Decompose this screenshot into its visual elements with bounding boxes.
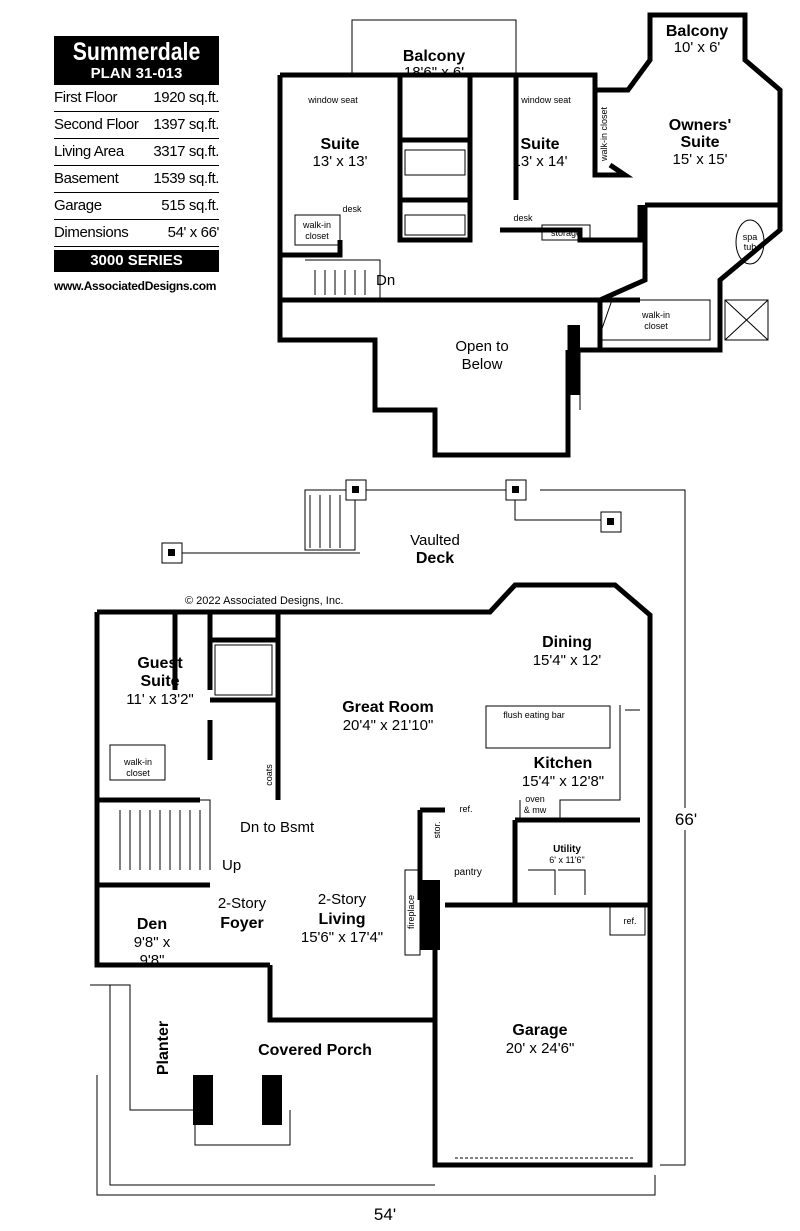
porch-label: Covered Porch: [258, 1042, 372, 1059]
oven-label-2: & mw: [524, 805, 547, 815]
dn-bsmt-label: Dn to Bsmt: [240, 819, 315, 836]
dining-label: Dining: [542, 634, 592, 651]
foyer-label-1: 2-Story: [218, 895, 267, 912]
suite-mid-label: Suite: [520, 136, 559, 153]
window-seat-mid: window seat: [520, 95, 571, 105]
walkin-closet-vertical: walk-in closet: [599, 106, 609, 162]
dining-dims: 15'4" x 12': [533, 652, 602, 669]
owners-suite-label-2: Suite: [680, 134, 719, 151]
den-dims-2: 9'8": [140, 952, 165, 969]
walkin-closet-owner-2: closet: [644, 321, 668, 331]
planter-label: Planter: [155, 1021, 172, 1075]
kitchen-label: Kitchen: [534, 755, 593, 772]
eating-bar-label: flush eating bar: [503, 710, 565, 720]
info-row-label: Living Area: [54, 143, 124, 160]
up-label: Up: [222, 857, 241, 874]
width-dimension: 54': [374, 1205, 396, 1224]
fireplace-label: fireplace: [406, 895, 416, 929]
upper-floor: [277, 12, 783, 458]
info-row: First Floor 1920 sq.ft.: [54, 85, 219, 112]
ref-kitchen-label: ref.: [459, 804, 472, 814]
kitchen-dims: 15'4" x 12'8": [522, 773, 604, 790]
living-label-1: 2-Story: [318, 891, 367, 908]
balcony-right-dims: 10' x 6': [674, 39, 721, 56]
deck-label-2: Deck: [416, 550, 454, 567]
info-row-value: 3317 sq.ft.: [153, 143, 219, 160]
plan-info-box: Summerdale PLAN 31-013 First Floor 1920 s…: [54, 36, 219, 293]
desk-left: desk: [342, 204, 362, 214]
stair-down-label: Dn: [376, 272, 395, 289]
lower-floor: [90, 479, 653, 1186]
stor-label: stor.: [432, 821, 442, 838]
info-row: Living Area 3317 sq.ft.: [54, 139, 219, 166]
desk-mid: desk: [513, 213, 533, 223]
info-row: Garage 515 sq.ft.: [54, 193, 219, 220]
great-room-label: Great Room: [342, 699, 434, 716]
info-row-value: 1397 sq.ft.: [153, 116, 219, 133]
window-seat-left: window seat: [307, 95, 358, 105]
den-dims-1: 9'8" x: [134, 934, 171, 951]
info-row-label: Basement: [54, 170, 119, 187]
guest-suite-label-2: Suite: [140, 673, 179, 690]
info-row-value: 515 sq.ft.: [161, 197, 219, 214]
oven-label-1: oven: [525, 794, 545, 804]
garage-dims: 20' x 24'6": [506, 1040, 575, 1057]
info-row-label: Second Floor: [54, 116, 139, 133]
series-badge: 3000 SERIES: [54, 250, 219, 272]
owners-suite-dims: 15' x 15': [673, 151, 728, 168]
open-below-1: Open to: [455, 338, 508, 355]
suite-mid-dims: 13' x 14': [513, 153, 568, 170]
spa-tub-1: spa: [743, 232, 758, 242]
info-row-label: Garage: [54, 197, 102, 214]
depth-dimension: 66': [675, 810, 697, 829]
foyer-label-2: Foyer: [220, 915, 264, 932]
living-dims: 15'6" x 17'4": [301, 929, 383, 946]
plan-number: PLAN 31-013: [90, 65, 183, 82]
pantry-label: pantry: [454, 867, 482, 878]
balcony-center-dims: 18'6" x 6': [404, 64, 464, 81]
balcony-right-label: Balcony: [666, 23, 728, 40]
owners-suite-label-1: Owners': [669, 117, 732, 134]
garage-label: Garage: [512, 1022, 567, 1039]
website-link[interactable]: www.AssociatedDesigns.com: [54, 279, 217, 293]
walkin-closet-owner-1: walk-in: [641, 310, 670, 320]
guest-suite-label-1: Guest: [137, 655, 183, 672]
storage-label: storage: [551, 228, 581, 238]
walkin-closet-2: closet: [126, 768, 150, 778]
spa-tub-2: tub: [744, 242, 757, 252]
info-row: Basement 1539 sq.ft.: [54, 166, 219, 193]
info-row-value: 1539 sq.ft.: [153, 170, 219, 187]
copyright-text: © 2022 Associated Designs, Inc.: [185, 595, 344, 607]
plan-title-block: Summerdale PLAN 31-013: [54, 36, 219, 85]
info-row: Dimensions 54' x 66': [54, 220, 219, 247]
walkin-closet-left-1: walk-in: [302, 220, 331, 230]
coats-label: coats: [264, 764, 274, 786]
info-row-label: First Floor: [54, 89, 118, 106]
info-row: Second Floor 1397 sq.ft.: [54, 112, 219, 139]
walkin-closet-left-2: closet: [305, 231, 329, 241]
suite-left-label: Suite: [320, 136, 359, 153]
ref-garage-label: ref.: [623, 916, 636, 926]
open-below-2: Below: [462, 356, 503, 373]
plan-name: Summerdale: [72, 38, 201, 66]
info-row-value: 1920 sq.ft.: [153, 89, 219, 106]
guest-suite-dims: 11' x 13'2": [126, 691, 194, 708]
info-row-label: Dimensions: [54, 224, 129, 241]
walkin-closet-1: walk-in: [123, 757, 152, 767]
balcony-center-label: Balcony: [403, 48, 465, 65]
deck-label-1: Vaulted: [410, 532, 460, 549]
utility-dims: 6' x 11'6": [549, 855, 585, 865]
info-row-value: 54' x 66': [167, 224, 220, 241]
suite-left-dims: 13' x 13': [313, 153, 368, 170]
den-label: Den: [137, 916, 167, 933]
living-label-2: Living: [318, 911, 365, 928]
great-room-dims: 20'4" x 21'10": [343, 717, 434, 734]
utility-label: Utility: [553, 844, 581, 855]
